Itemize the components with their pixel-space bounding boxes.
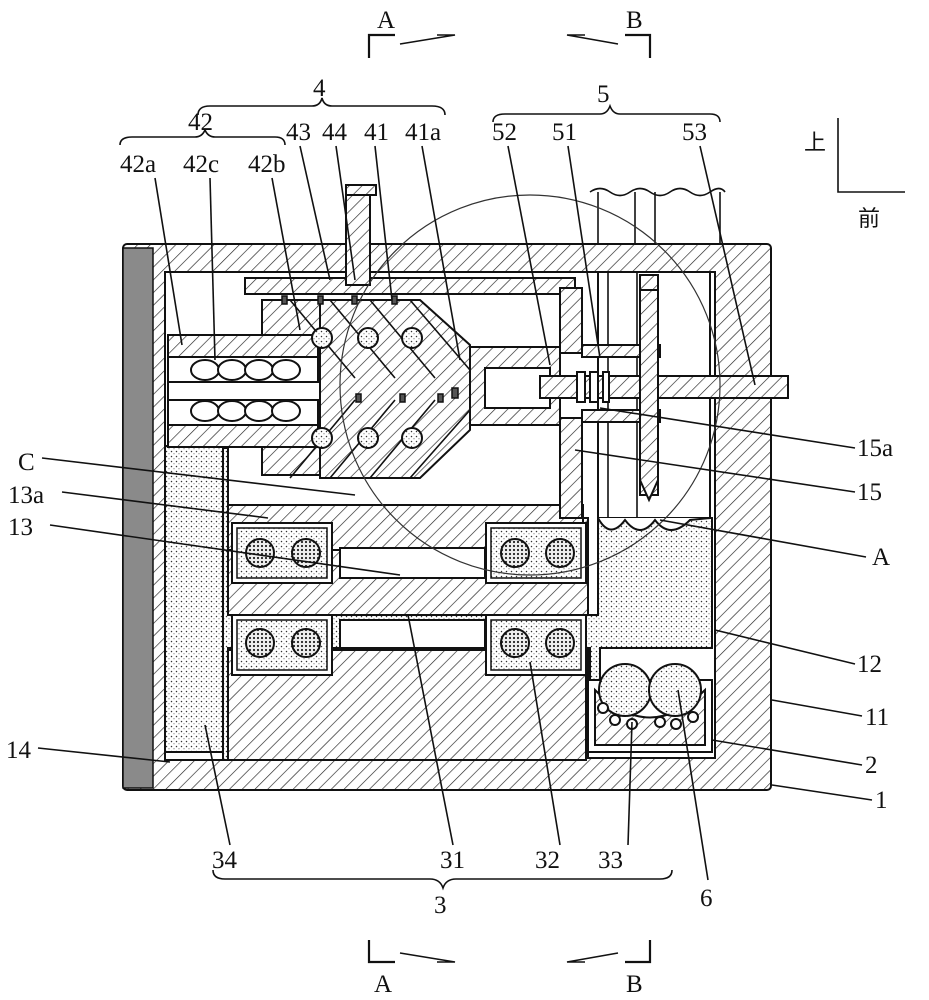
part-label-42c: 42c [183,151,219,178]
part-label-51: 51 [552,119,577,146]
group-label-4: 4 [313,75,326,102]
bearing-lower-right [485,614,587,676]
direction-up-label: 上 [804,131,826,156]
part-label-44: 44 [322,119,348,146]
orientation-indicator: 上 前 [804,118,905,232]
group-label-5: 5 [597,81,610,108]
part-label-41: 41 [364,119,389,146]
brace-group-4: 4 [197,75,446,116]
part-label-32: 32 [535,847,560,874]
section-label-bottom-b: B [626,971,643,998]
section-marker-top-a: A [367,7,456,58]
section-marker-bottom-b: B [566,940,652,998]
bearing-upper-left [231,522,333,584]
part-label-a: A [872,544,890,571]
brace-group-42: 42 [119,109,286,146]
bearing-lower-left [231,614,333,676]
leader-lines-bottom [204,614,709,881]
part-label-1: 1 [875,787,888,814]
part-label-14: 14 [6,737,32,764]
spring-lower [190,400,301,422]
part-label-41a: 41a [405,119,441,146]
section-marker-bottom-a: A [367,940,456,998]
part-label-15a: 15a [857,435,893,462]
brace-group-5: 5 [492,81,721,123]
group-label-42: 42 [188,109,213,136]
part-label-31: 31 [440,847,465,874]
coupling-assembly-5 [469,287,789,519]
part-label-42a: 42a [120,151,156,178]
gear-rollers [587,663,713,753]
part-label-53: 53 [682,119,707,146]
part-label-43: 43 [286,119,311,146]
part-label-11: 11 [865,704,889,731]
part-label-13: 13 [8,514,33,541]
spring-upper [190,359,301,381]
detail-circle-c [339,194,721,576]
part-label-2: 2 [865,752,878,779]
part-label-c: C [18,449,35,476]
vertical-channel-34 [164,445,224,759]
leader-lines-top [154,145,756,386]
valve-assembly-4 [167,184,576,479]
leader-lines-left [37,457,401,763]
part-label-6: 6 [700,885,713,912]
direction-front-label: 前 [858,207,880,232]
bearing-upper-right [485,522,587,584]
section-label-top-a: A [377,7,395,34]
part-label-15: 15 [857,479,882,506]
brace-group-3: 3 [212,869,673,919]
group-label-3: 3 [434,892,447,919]
external-tube [589,187,726,244]
seal-14 [164,751,224,761]
part-label-52: 52 [492,119,517,146]
part-label-34: 34 [212,847,238,874]
part-label-13a: 13a [8,482,44,509]
part-label-33: 33 [598,847,623,874]
section-label-bottom-a: A [374,971,392,998]
part-label-42b: 42b [248,151,286,178]
part-label-12: 12 [857,651,882,678]
section-marker-top-b: B [566,7,652,58]
section-label-top-b: B [626,7,643,34]
leader-lines-right [574,407,873,801]
